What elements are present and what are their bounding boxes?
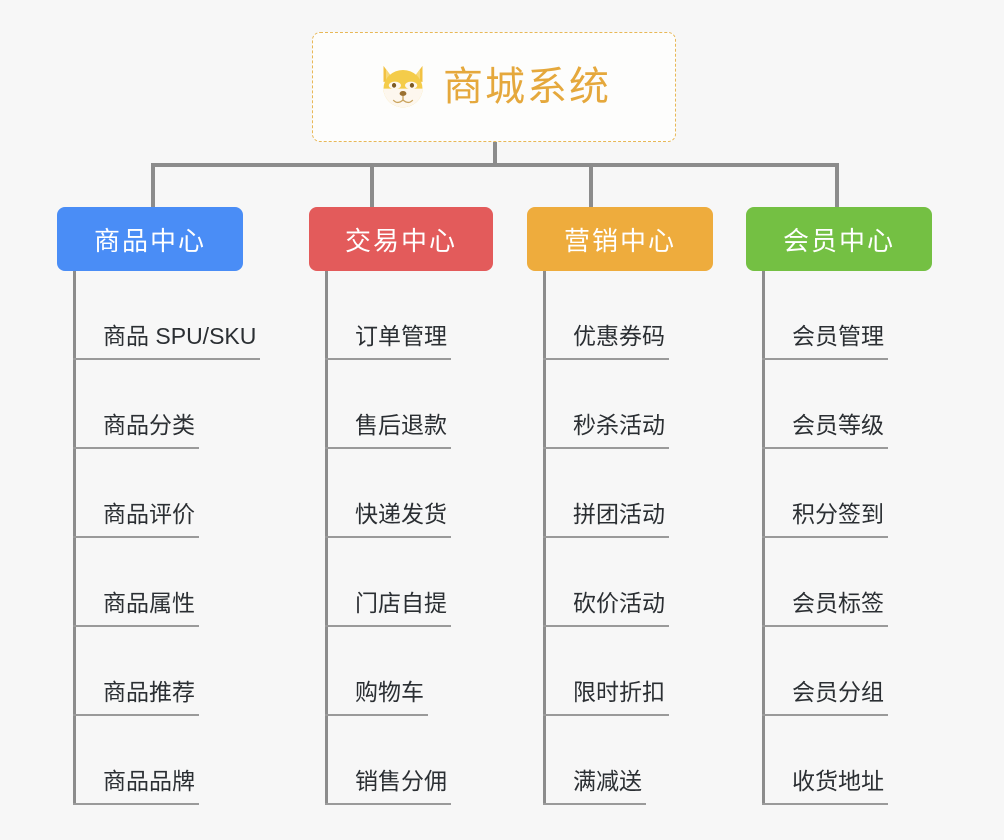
root-node[interactable]: 商城系统 bbox=[312, 32, 676, 142]
category-header-member-center[interactable]: 会员中心 bbox=[746, 207, 932, 271]
leaf-item[interactable]: 销售分佣 bbox=[325, 716, 451, 805]
leaf-item-label: 砍价活动 bbox=[543, 592, 669, 627]
connector-drop-2 bbox=[370, 163, 374, 207]
leaf-item-label: 会员管理 bbox=[762, 325, 888, 360]
leaf-list-member-center: 会员管理会员等级积分签到会员标签会员分组收货地址 bbox=[762, 271, 888, 805]
leaf-item-label: 拼团活动 bbox=[543, 503, 669, 538]
category-header-marketing-center[interactable]: 营销中心 bbox=[527, 207, 713, 271]
leaf-item-label: 商品 SPU/SKU bbox=[73, 325, 261, 360]
connector-spine-member-center bbox=[762, 271, 765, 805]
leaf-item[interactable]: 商品品牌 bbox=[73, 716, 260, 805]
category-label: 交易中心 bbox=[344, 225, 457, 256]
leaf-item-label: 订单管理 bbox=[325, 325, 451, 360]
leaf-item[interactable]: 门店自提 bbox=[325, 538, 451, 627]
shiba-dog-face-icon bbox=[377, 61, 429, 113]
connector-root-stub bbox=[493, 142, 497, 165]
connector-spine-product-center bbox=[73, 271, 76, 805]
leaf-item[interactable]: 快递发货 bbox=[325, 449, 451, 538]
leaf-item[interactable]: 商品 SPU/SKU bbox=[73, 271, 261, 360]
category-header-product-center[interactable]: 商品中心 bbox=[57, 207, 243, 271]
leaf-item[interactable]: 商品评价 bbox=[73, 449, 260, 538]
leaf-item-label: 商品品牌 bbox=[73, 770, 199, 805]
leaf-item[interactable]: 商品推荐 bbox=[73, 627, 260, 716]
leaf-item[interactable]: 拼团活动 bbox=[543, 449, 669, 538]
leaf-item[interactable]: 限时折扣 bbox=[543, 627, 669, 716]
category-column-marketing-center: 营销中心 bbox=[527, 207, 713, 271]
leaf-item[interactable]: 积分签到 bbox=[762, 449, 888, 538]
leaf-item[interactable]: 收货地址 bbox=[762, 716, 888, 805]
leaf-item-label: 满减送 bbox=[543, 770, 646, 805]
root-title: 商城系统 bbox=[443, 65, 611, 109]
leaf-item-label: 会员等级 bbox=[762, 414, 888, 449]
leaf-item-label: 门店自提 bbox=[325, 592, 451, 627]
leaf-item[interactable]: 秒杀活动 bbox=[543, 360, 669, 449]
leaf-item-label: 会员分组 bbox=[762, 681, 888, 716]
category-label: 营销中心 bbox=[563, 225, 676, 256]
leaf-item[interactable]: 购物车 bbox=[325, 627, 451, 716]
leaf-item[interactable]: 会员分组 bbox=[762, 627, 888, 716]
leaf-item-label: 收货地址 bbox=[762, 770, 888, 805]
leaf-item-label: 优惠券码 bbox=[543, 325, 669, 360]
leaf-item-label: 商品推荐 bbox=[73, 681, 199, 716]
leaf-list-product-center: 商品 SPU/SKU 商品分类商品评价商品属性商品推荐商品品牌 bbox=[73, 271, 261, 805]
leaf-item-label: 销售分佣 bbox=[325, 770, 451, 805]
leaf-item-label: 购物车 bbox=[325, 681, 428, 716]
leaf-item[interactable]: 会员管理 bbox=[762, 271, 888, 360]
leaf-item-label: 积分签到 bbox=[762, 503, 888, 538]
leaf-item[interactable]: 优惠券码 bbox=[543, 271, 669, 360]
connector-drop-3 bbox=[589, 163, 593, 207]
leaf-list-marketing-center: 优惠券码秒杀活动拼团活动砍价活动限时折扣满减送 bbox=[543, 271, 669, 805]
leaf-item-label: 商品评价 bbox=[73, 503, 199, 538]
leaf-item-label: 售后退款 bbox=[325, 414, 451, 449]
leaf-item-label: 秒杀活动 bbox=[543, 414, 669, 449]
category-label: 会员中心 bbox=[782, 225, 895, 256]
category-label: 商品中心 bbox=[93, 225, 206, 256]
leaf-item[interactable]: 会员标签 bbox=[762, 538, 888, 627]
leaf-item-label: 限时折扣 bbox=[543, 681, 669, 716]
category-column-trade-center: 交易中心 bbox=[309, 207, 493, 271]
connector-drop-1 bbox=[151, 163, 155, 207]
connector-drop-4 bbox=[835, 163, 839, 207]
leaf-item-label: 会员标签 bbox=[762, 592, 888, 627]
leaf-item[interactable]: 砍价活动 bbox=[543, 538, 669, 627]
leaf-item[interactable]: 商品属性 bbox=[73, 538, 260, 627]
leaf-item[interactable]: 订单管理 bbox=[325, 271, 451, 360]
leaf-item[interactable]: 售后退款 bbox=[325, 360, 451, 449]
connector-horizontal-bus bbox=[151, 163, 839, 167]
leaf-item[interactable]: 会员等级 bbox=[762, 360, 888, 449]
category-column-product-center: 商品中心 bbox=[57, 207, 243, 271]
leaf-list-trade-center: 订单管理售后退款快递发货门店自提购物车销售分佣 bbox=[325, 271, 451, 805]
leaf-item[interactable]: 满减送 bbox=[543, 716, 669, 805]
leaf-item-label: 快递发货 bbox=[325, 503, 451, 538]
category-header-trade-center[interactable]: 交易中心 bbox=[309, 207, 493, 271]
category-column-member-center: 会员中心 bbox=[746, 207, 932, 271]
leaf-item-label: 商品属性 bbox=[73, 592, 199, 627]
leaf-item[interactable]: 商品分类 bbox=[73, 360, 260, 449]
connector-spine-marketing-center bbox=[543, 271, 546, 805]
leaf-item-label: 商品分类 bbox=[73, 414, 199, 449]
connector-spine-trade-center bbox=[325, 271, 328, 805]
